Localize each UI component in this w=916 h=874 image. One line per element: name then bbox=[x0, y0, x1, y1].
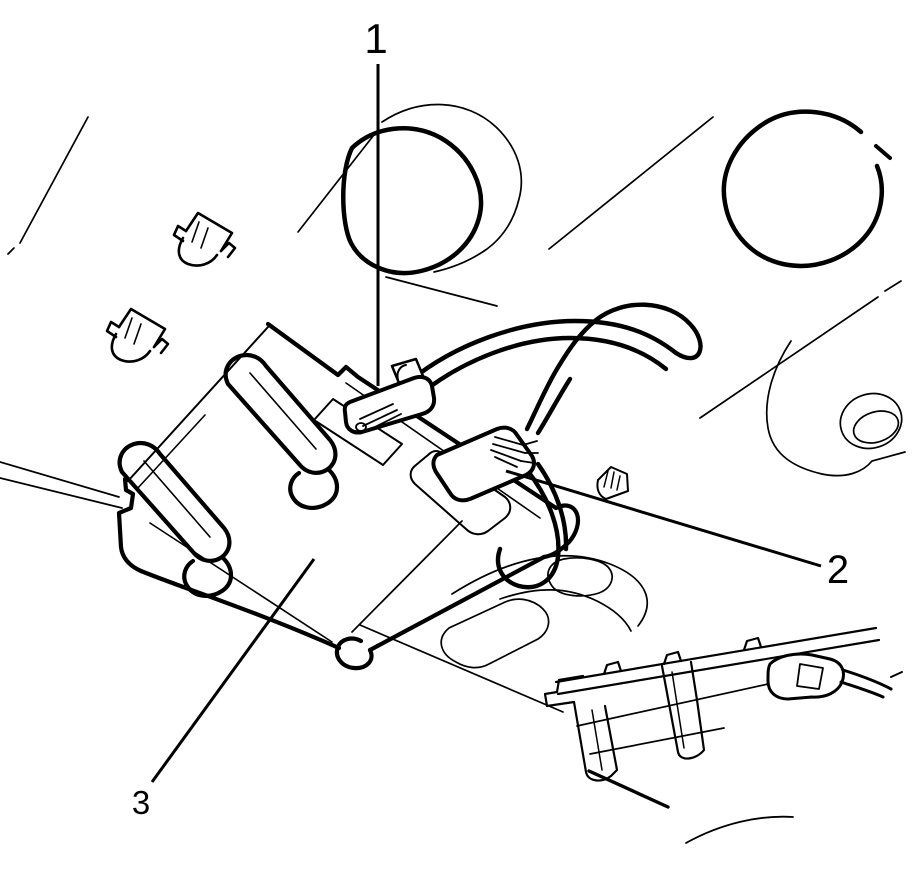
bracket-leg bbox=[572, 700, 619, 782]
bracket-top-left-edge bbox=[127, 326, 269, 482]
callouts: 1 2 3 bbox=[132, 15, 849, 821]
rear-opening-gap-tick bbox=[874, 144, 892, 160]
harness-wire bbox=[415, 335, 669, 399]
bracket-foot-hook bbox=[334, 636, 374, 671]
rail-left-step bbox=[543, 674, 585, 708]
trim-retainer-clips bbox=[105, 211, 629, 500]
rail-tab bbox=[742, 636, 763, 652]
harness-loop bbox=[524, 302, 703, 432]
bracket-top-left-inner-line bbox=[136, 414, 206, 490]
bracket-wire bbox=[839, 680, 885, 699]
rear-contour-curve bbox=[499, 589, 632, 632]
panel-crease-line bbox=[548, 116, 714, 250]
bracket-brace bbox=[576, 683, 769, 727]
bracket-wire-tick bbox=[890, 671, 903, 678]
spring-clip-arm bbox=[223, 352, 340, 510]
bracket-leg-line bbox=[591, 709, 603, 771]
electrical-connector-rear bbox=[431, 425, 539, 503]
bracket-connector-detail bbox=[796, 663, 824, 690]
harness-tail bbox=[535, 461, 569, 552]
harness-tail bbox=[495, 467, 561, 590]
fastener-boss-inner bbox=[852, 410, 900, 444]
bracket-wire bbox=[841, 668, 893, 691]
retainer-clip bbox=[172, 211, 237, 267]
retainer-clip-small bbox=[596, 466, 629, 500]
rear-opening-edge bbox=[721, 109, 885, 269]
bracket-rail-top bbox=[554, 626, 878, 684]
electrical-connector-front bbox=[342, 357, 437, 435]
bracket-window bbox=[409, 450, 512, 536]
callout-1-label: 1 bbox=[364, 15, 387, 62]
callout-2-label: 2 bbox=[827, 548, 849, 592]
rear-support-bracket bbox=[543, 626, 903, 844]
bracket-leg bbox=[660, 660, 706, 760]
bracket-inner-line bbox=[149, 522, 333, 643]
bracket-rail-bottom bbox=[556, 638, 881, 696]
opening-crease-line bbox=[297, 130, 378, 233]
connector-prong bbox=[396, 364, 407, 381]
connector-wire-strands bbox=[520, 440, 539, 464]
harness-wire bbox=[535, 376, 573, 436]
console-opening-outer-edge bbox=[381, 103, 523, 273]
bracket-bottom-edge bbox=[587, 769, 670, 809]
lower-contour-curve bbox=[685, 815, 794, 844]
bracket-left-edge bbox=[116, 476, 144, 574]
rail-tab bbox=[602, 660, 623, 676]
opening-crease-line bbox=[385, 276, 498, 307]
panel-edge-tick bbox=[7, 247, 15, 255]
headliner-panel bbox=[0, 103, 906, 713]
bracket-bottom-left-edge bbox=[138, 568, 342, 651]
panel-edge-line bbox=[19, 116, 89, 244]
connector-terminals bbox=[359, 403, 402, 431]
bracket-brace bbox=[589, 727, 725, 755]
fastener-boss-outer bbox=[839, 392, 903, 450]
harness-wire bbox=[407, 318, 679, 384]
panel-edge-line bbox=[0, 477, 123, 509]
callout-3-label: 3 bbox=[132, 784, 150, 821]
console-opening-inner-edge bbox=[341, 126, 484, 276]
bracket-bottom-right-edge bbox=[367, 554, 547, 653]
rail-tab bbox=[662, 650, 683, 666]
wiring-harness bbox=[407, 302, 703, 590]
callout-2-leader-line bbox=[505, 469, 822, 568]
connector-wire-crimps bbox=[490, 436, 526, 468]
bracket-window bbox=[313, 398, 403, 466]
rear-relief-blob bbox=[547, 557, 613, 597]
connector-body bbox=[431, 425, 536, 503]
panel-crease-tick bbox=[884, 280, 902, 292]
panel-crease-line bbox=[699, 296, 879, 419]
bracket-top-edge bbox=[265, 321, 559, 511]
callout-3-leader-line bbox=[150, 558, 316, 783]
panel-fold-line bbox=[351, 520, 463, 633]
connector-hole bbox=[355, 422, 367, 432]
corner-recess-edge bbox=[765, 340, 906, 477]
bracket-connector bbox=[766, 652, 845, 701]
rear-cutout bbox=[440, 598, 550, 669]
panel-edge-line bbox=[0, 461, 120, 498]
